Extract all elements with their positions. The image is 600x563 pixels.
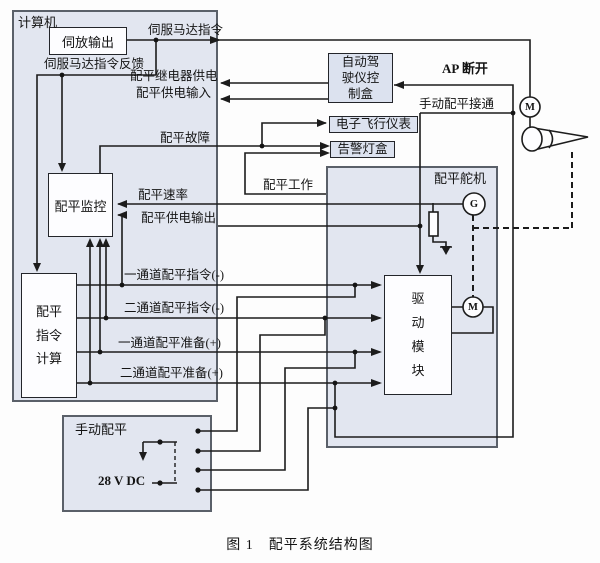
manual-trim-box: [62, 415, 212, 512]
signal-ch2-trim-cmd: 二通道配平指令(-): [124, 301, 224, 315]
signal-servo-motor-cmd: 伺服马达指令: [148, 23, 224, 37]
signal-trim-rate: 配平速率: [138, 188, 189, 202]
signal-trim-power-input: 配平供电输入: [136, 86, 212, 100]
figure-caption: 图 1 配平系统结构图: [226, 538, 374, 553]
autopilot-control-box-block: 自动驾 驶仪控 制盒: [328, 53, 393, 103]
signal-ap-disconnect: AP 断开: [442, 61, 488, 76]
generator-letter: G: [469, 198, 479, 210]
signal-trim-fault: 配平故障: [160, 131, 211, 145]
computer-box-title: 计算机: [18, 15, 58, 30]
drive-module-block: 驱 动 模 块: [384, 275, 452, 395]
signal-trim-power-output: 配平供电输出: [141, 211, 217, 225]
trim-command-calc-block: 配平 指令 计算: [21, 273, 77, 398]
signal-trim-relay-power: 配平继电器供电: [130, 69, 218, 83]
efis-block: 电子飞行仪表: [329, 116, 418, 133]
trim-monitor-block: 配平监控: [48, 173, 113, 237]
drive-motor-letter: M: [468, 301, 478, 313]
dc-supply-label: 28 V DC: [98, 473, 146, 488]
manual-trim-box-title: 手动配平: [75, 422, 128, 437]
warning-light-box-block: 告警灯盒: [330, 141, 395, 158]
signal-ch2-trim-ready: 二通道配平准备(+): [120, 366, 223, 380]
trim-servo-box-title: 配平舵机: [434, 171, 487, 186]
servo-amp-output-block: 伺放输出: [49, 27, 127, 55]
signal-ch1-trim-cmd: 一通道配平指令(-): [124, 268, 224, 282]
trim-wheel-cone: [521, 126, 543, 152]
signal-servo-motor-cmd-fb: 伺服马达指令反馈: [44, 57, 145, 71]
signal-manual-trim-engage: 手动配平接通: [419, 97, 495, 111]
signal-trim-working: 配平工作: [263, 178, 314, 192]
signal-ch1-trim-ready: 一通道配平准备(+): [118, 336, 221, 350]
motor-top-letter: M: [525, 101, 535, 113]
